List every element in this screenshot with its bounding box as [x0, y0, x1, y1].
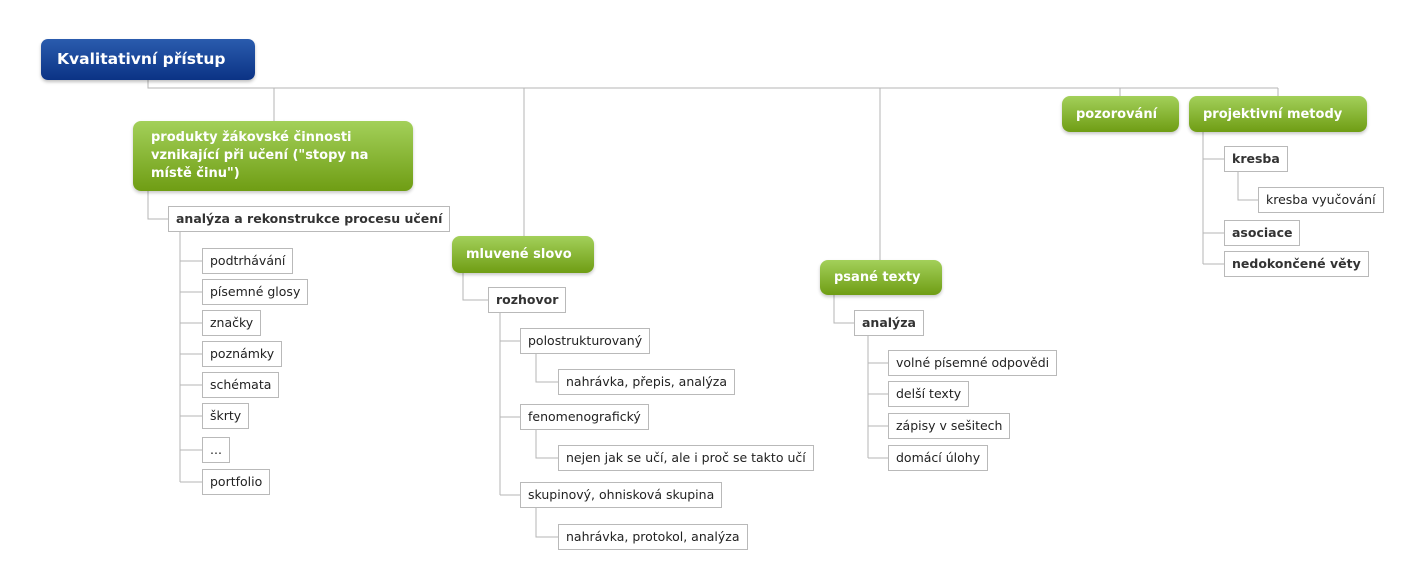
node-schemata[interactable]: schémata: [202, 372, 280, 398]
branch-projektivni-metody[interactable]: projektivní metody: [1189, 96, 1367, 132]
node-skupinovy[interactable]: skupinový, ohnisková skupina: [520, 482, 723, 508]
node-kresba-vyucovani[interactable]: kresba vyučování: [1258, 187, 1384, 213]
node-poznamky[interactable]: poznámky: [202, 341, 283, 367]
connector-rozhovor: [462, 273, 488, 301]
node-nedokoncene-vety[interactable]: nedokončené věty: [1224, 251, 1369, 277]
node-polostrukturovany[interactable]: polostrukturovaný: [520, 328, 651, 354]
node-podtrhavani[interactable]: podtrhávání: [202, 248, 294, 274]
node-rozhovor[interactable]: rozhovor: [488, 287, 567, 313]
node-pisemne-glosy[interactable]: písemné glosy: [202, 279, 309, 305]
connector-analyza-rekonstrukce: [147, 191, 168, 220]
node-asociace[interactable]: asociace: [1224, 220, 1301, 246]
branch-mluvene-slovo[interactable]: mluvené slovo: [452, 236, 594, 273]
node-delsi-texty[interactable]: delší texty: [888, 381, 970, 407]
node-zapisy-v-sesitech[interactable]: zápisy v sešitech: [888, 413, 1011, 439]
root-node[interactable]: Kvalitativní přístup: [41, 39, 255, 80]
root-connector: [147, 80, 1278, 89]
node-analyza-rekonstrukce[interactable]: analýza a rekonstrukce procesu učení: [168, 206, 451, 232]
node-polostrukturovany-detail[interactable]: nahrávka, přepis, analýza: [558, 369, 736, 395]
connector-analyza: [833, 295, 854, 324]
branch-pozorovani-label: pozorování: [1076, 106, 1158, 122]
node-volne-pisemne-odpovedi[interactable]: volné písemné odpovědi: [888, 350, 1058, 376]
node-kresba[interactable]: kresba: [1224, 146, 1288, 172]
branch-psane-texty[interactable]: psané texty: [820, 260, 942, 295]
node-skupinovy-detail[interactable]: nahrávka, protokol, analýza: [558, 524, 748, 550]
connector-produkty-items: [180, 260, 202, 483]
branch-produkty[interactable]: produkty žákovské činnosti vznikající př…: [133, 121, 413, 191]
node-portfolio[interactable]: portfolio: [202, 469, 271, 495]
node-fenomenograficky[interactable]: fenomenografický: [520, 404, 649, 430]
node-znacky[interactable]: značky: [202, 310, 262, 336]
branch-pozorovani[interactable]: pozorování: [1062, 96, 1179, 132]
node-fenomenograficky-detail[interactable]: nejen jak se učí, ale i proč se takto uč…: [558, 445, 814, 471]
node-skrty[interactable]: škrty: [202, 403, 250, 429]
node-ellipsis[interactable]: ...: [202, 437, 230, 463]
node-domaci-ulohy[interactable]: domácí úlohy: [888, 445, 989, 471]
branch-mluvene-label: mluvené slovo: [466, 247, 572, 262]
branch-produkty-label: produkty žákovské činnosti vznikající př…: [151, 130, 369, 181]
branch-projektivni-label: projektivní metody: [1203, 106, 1343, 122]
root-label: Kvalitativní přístup: [57, 50, 226, 68]
branch-psane-label: psané texty: [834, 270, 921, 285]
node-analyza[interactable]: analýza: [854, 310, 924, 336]
